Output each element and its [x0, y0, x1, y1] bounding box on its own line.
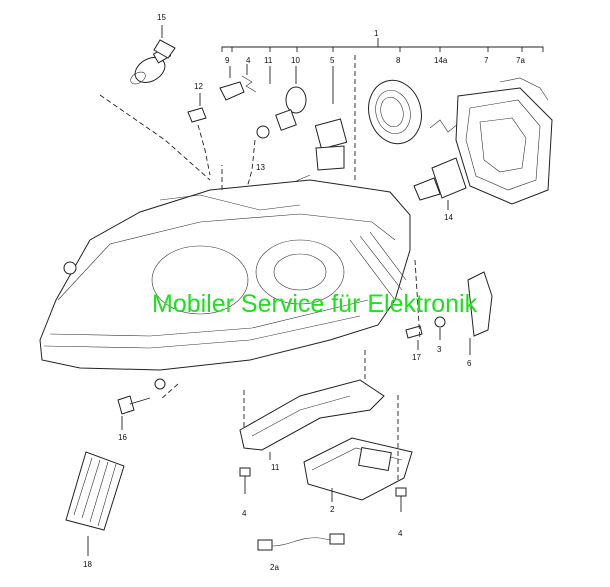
- part-15-bulb: [99, 25, 211, 181]
- screws-4: [239, 467, 407, 512]
- label-2: 2: [330, 505, 335, 514]
- label-14: 14: [444, 213, 453, 222]
- part-8-cap: [368, 79, 422, 145]
- label-11-top: 11: [264, 56, 273, 65]
- part-16-screw: [117, 395, 151, 430]
- small-parts-top: [187, 55, 356, 196]
- label-15: 15: [157, 13, 166, 22]
- label-5: 5: [330, 56, 335, 65]
- part-2a-cable: [257, 533, 345, 551]
- label-3: 3: [437, 345, 442, 354]
- part-14a-clip: [429, 119, 459, 133]
- label-16: 16: [118, 433, 127, 442]
- parts-6-3-17: [405, 271, 493, 355]
- label-17: 17: [412, 353, 421, 362]
- group-1-bracket: [221, 38, 544, 52]
- part-14-xenon-bulb: [413, 157, 467, 210]
- label-11-bottom: 11: [271, 463, 280, 472]
- label-1: 1: [374, 29, 379, 38]
- label-18: 18: [83, 560, 92, 569]
- label-4-top: 4: [246, 56, 251, 65]
- label-8: 8: [396, 56, 401, 65]
- label-7a: 7a: [516, 56, 525, 65]
- label-14a: 14a: [434, 56, 448, 65]
- label-10: 10: [291, 56, 300, 65]
- label-9: 9: [225, 56, 230, 65]
- part-2-ballast: [303, 395, 413, 502]
- label-12: 12: [194, 82, 203, 91]
- part-18-cover: [65, 451, 125, 556]
- label-4-left: 4: [242, 509, 247, 518]
- watermark-text: Mobiler Service für Elektronik: [152, 290, 478, 318]
- headlamp-housing: [39, 179, 411, 390]
- part-11-bracket: [239, 350, 385, 460]
- label-7: 7: [484, 56, 489, 65]
- label-2a: 2a: [270, 563, 279, 572]
- part-7-cover: [455, 77, 553, 205]
- label-6: 6: [467, 359, 472, 368]
- label-13: 13: [256, 163, 265, 172]
- label-4-right: 4: [398, 529, 403, 538]
